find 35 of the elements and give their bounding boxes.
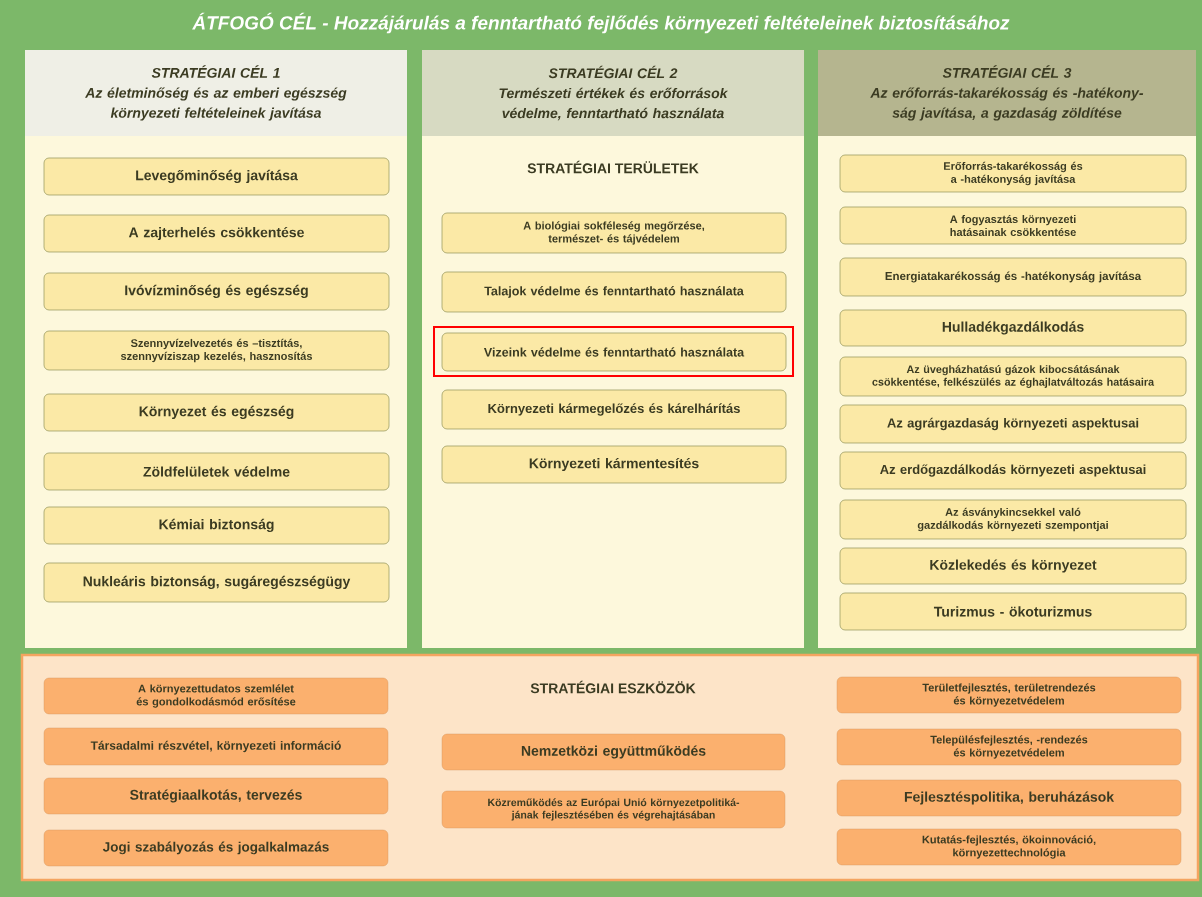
area-box: Nukleáris biztonság, sugáregészségügy	[43, 562, 390, 603]
area-box: Turizmus - ökoturizmus	[839, 592, 1187, 631]
area-box: Vizeink védelme és fenntartható használata	[441, 332, 787, 372]
area-box: Az ásványkincsekkel való gazdálkodás környezeti szempontjai	[839, 499, 1187, 540]
area-box: Energiatakarékosság és -hatékonyság javítása	[839, 257, 1187, 297]
tool-box: Közreműködés az Európai Unió környezetpolitiká-jának fejlesztésében és végrehajtásában	[441, 790, 786, 829]
title: ÁTFOGÓ CÉL - Hozzájárulás a fenntartható fejlődés környezeti feltételeinek biztosításához	[192, 12, 1010, 34]
area-box: Hulladékgazdálkodás	[839, 309, 1187, 347]
tool-box: Stratégiaalkotás, tervezés	[43, 777, 389, 815]
section-heading: STRATÉGIAI TERÜLETEK	[527, 160, 699, 174]
area-box: Környezeti kármegelőzés és kárelhárítás	[441, 389, 787, 430]
area-box: Talajok védelme és fenntartható használata	[441, 271, 787, 313]
area-box: Az üvegházhatású gázok kibocsátásának csökkentése, felkészülés az éghajlatváltozás hatásaira	[839, 356, 1187, 397]
area-box: A zajterhelés csökkentése	[43, 214, 390, 253]
tool-box: Területfejlesztés, területrendezés és környezetvédelem	[836, 676, 1182, 714]
area-box: A fogyasztás környezeti hatásainak csökkentése	[839, 206, 1187, 245]
area-box: Levegőminőség javítása	[43, 157, 390, 196]
area-box: Erőforrás-takarékosság és a -hatékonyság javítása	[839, 154, 1187, 193]
area-box: Ivóvízminőség és egészség	[43, 272, 390, 311]
area-box: Szennyvízelvezetés és –tisztítás, szennyvíziszap kezelés, hasznosítás	[43, 330, 390, 371]
area-box: Közlekedés és környezet	[839, 547, 1187, 585]
tool-box: Kutatás-fejlesztés, ökoinnováció, környezettechnológia	[836, 828, 1182, 866]
area-box: Az agrárgazdaság környezeti aspektusai	[839, 404, 1187, 444]
area-box: Környezeti kármentesítés	[441, 445, 787, 484]
area-box: Környezet és egészség	[43, 393, 390, 432]
tool-box: Jogi szabályozás és jogalkalmazás	[43, 829, 389, 867]
area-box: Az erdőgazdálkodás környezeti aspektusai	[839, 451, 1187, 490]
area-box: Kémiai biztonság	[43, 506, 390, 545]
tool-box: A környezettudatos szemlélet és gondolkodásmód erősítése	[43, 677, 389, 715]
tool-box: Településfejlesztés, -rendezés és környezetvédelem	[836, 728, 1182, 766]
area-box: Zöldfelületek védelme	[43, 452, 390, 491]
tool-box: Fejlesztéspolitika, beruházások	[836, 779, 1182, 817]
area-box: A biológiai sokféleség megőrzése, természet- és tájvédelem	[441, 212, 787, 254]
tool-box: Nemzetközi együttműködés	[441, 733, 786, 771]
tool-box: Társadalmi részvétel, környezeti információ	[43, 727, 389, 766]
